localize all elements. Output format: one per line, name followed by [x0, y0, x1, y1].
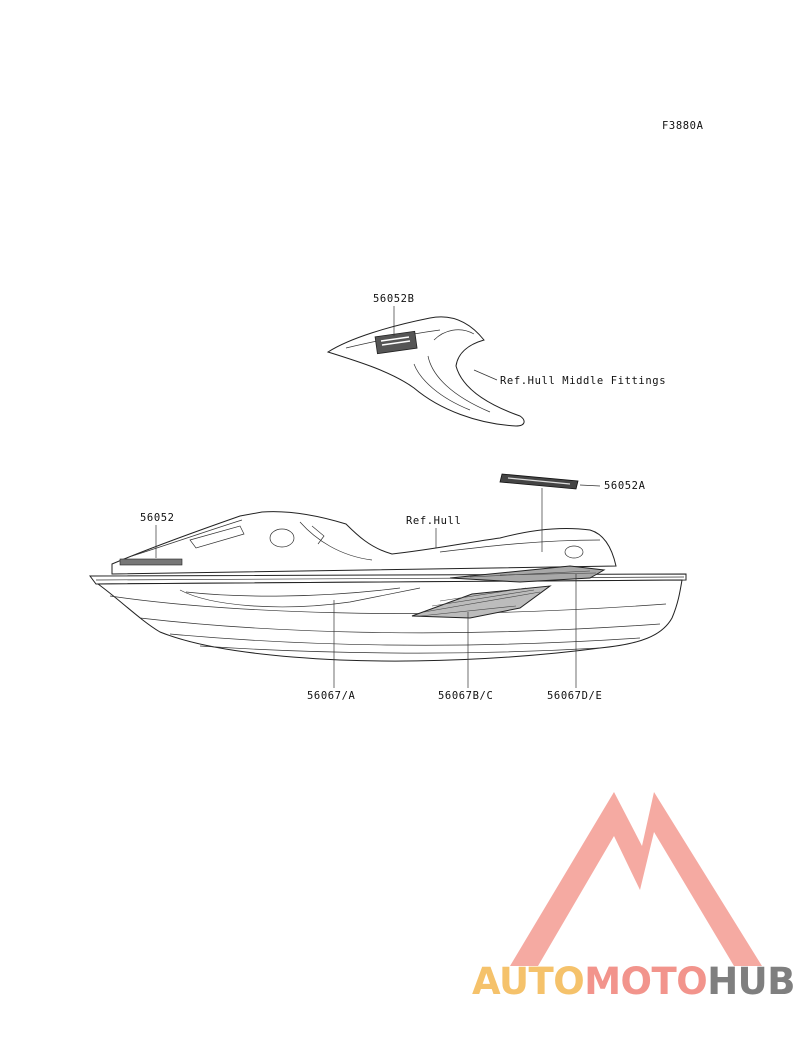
label-56067A: 56067/A — [307, 690, 356, 702]
label-56052A: 56052A — [604, 480, 646, 492]
label-56052B: 56052B — [373, 293, 415, 305]
automotohub-logo — [510, 792, 762, 966]
label-56067DE: 56067D/E — [547, 690, 602, 702]
label-ref-hull: Ref.Hull — [406, 515, 461, 527]
watermark-text: AUTOMOTOHUB — [472, 960, 795, 1003]
label-ref-hull-middle-fittings: Ref.Hull Middle Fittings — [500, 375, 666, 387]
label-56052: 56052 — [140, 512, 175, 524]
watermark-auto: AUTO — [472, 960, 584, 1003]
middle-fitting-drawing — [326, 316, 525, 427]
decal-56052-icon — [119, 558, 183, 566]
decal-56052A-drawing — [499, 473, 579, 490]
label-56067BC: 56067B/C — [438, 690, 493, 702]
watermark-hub: HUB — [707, 960, 795, 1003]
watermark-moto: MOTO — [584, 960, 707, 1003]
figure-code: F3880A — [662, 120, 704, 132]
hull-drawing — [89, 511, 687, 662]
leader-ref-hull-middle-fittings — [473, 369, 498, 381]
leader-56052A — [579, 484, 601, 487]
